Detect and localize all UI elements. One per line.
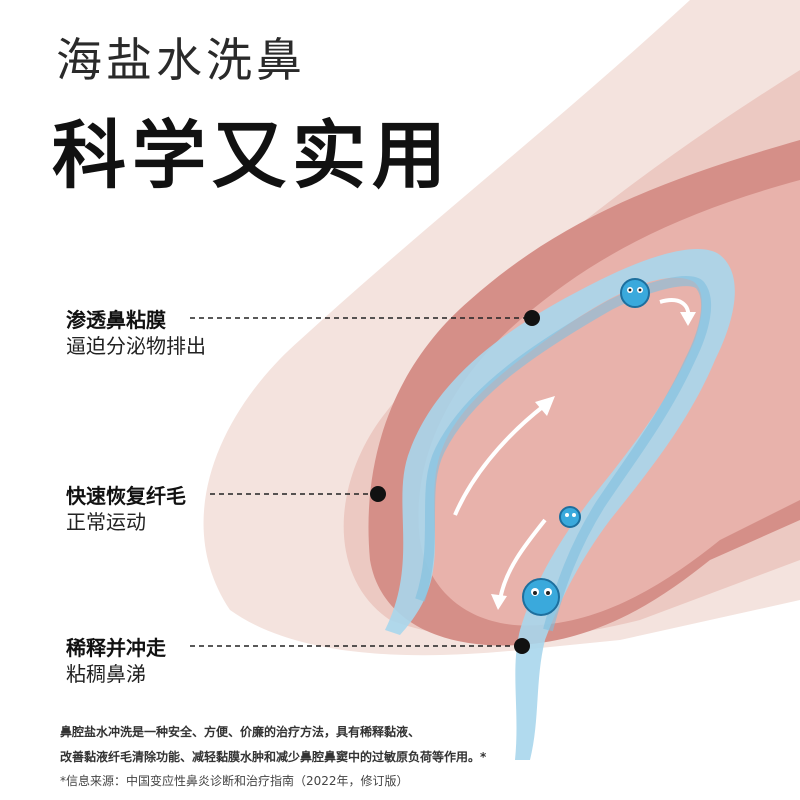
saline-flow-inner — [415, 276, 711, 632]
callout-desc: 正常运动 — [66, 510, 146, 534]
flow-arrow-head-icon — [491, 594, 507, 610]
saline-flow-shape — [385, 249, 735, 760]
footnote-line1: 鼻腔盐水冲洗是一种安全、方便、价廉的治疗方法，具有稀释黏液、 — [60, 725, 421, 739]
flow-arrow-head-icon — [680, 312, 696, 326]
callout-desc: 逼迫分泌物排出 — [66, 334, 206, 358]
flow-arrow-icon — [498, 518, 547, 601]
germ-icon — [522, 578, 560, 616]
germ-icon — [620, 278, 650, 308]
callout-title: 稀释并冲走 — [66, 636, 166, 660]
callout-dot — [524, 310, 540, 326]
flow-arrow-head-icon — [535, 396, 555, 416]
page-title-line1: 海盐水洗鼻 — [56, 33, 306, 87]
callout-osmosis: 渗透鼻粘膜 逼迫分泌物排出 — [66, 307, 206, 359]
footnote-line2: 改善黏液纤毛清除功能、减轻黏膜水肿和减少鼻腔鼻窦中的过敏原负荷等作用。* — [60, 750, 487, 764]
page-title-line2: 科学又实用 — [52, 113, 452, 199]
callout-desc: 粘稠鼻涕 — [66, 662, 146, 686]
germ-icon — [559, 506, 581, 528]
footnote-source: *信息来源：中国变应性鼻炎诊断和治疗指南（2022年，修订版） — [60, 774, 409, 788]
callout-title: 快速恢复纤毛 — [66, 484, 186, 508]
callout-dilute: 稀释并冲走 粘稠鼻涕 — [66, 635, 166, 687]
callout-cilia: 快速恢复纤毛 正常运动 — [66, 483, 186, 535]
flow-arrow-icon — [453, 403, 547, 516]
callout-title: 渗透鼻粘膜 — [66, 308, 166, 332]
callout-dot — [514, 638, 530, 654]
callout-dot — [370, 486, 386, 502]
